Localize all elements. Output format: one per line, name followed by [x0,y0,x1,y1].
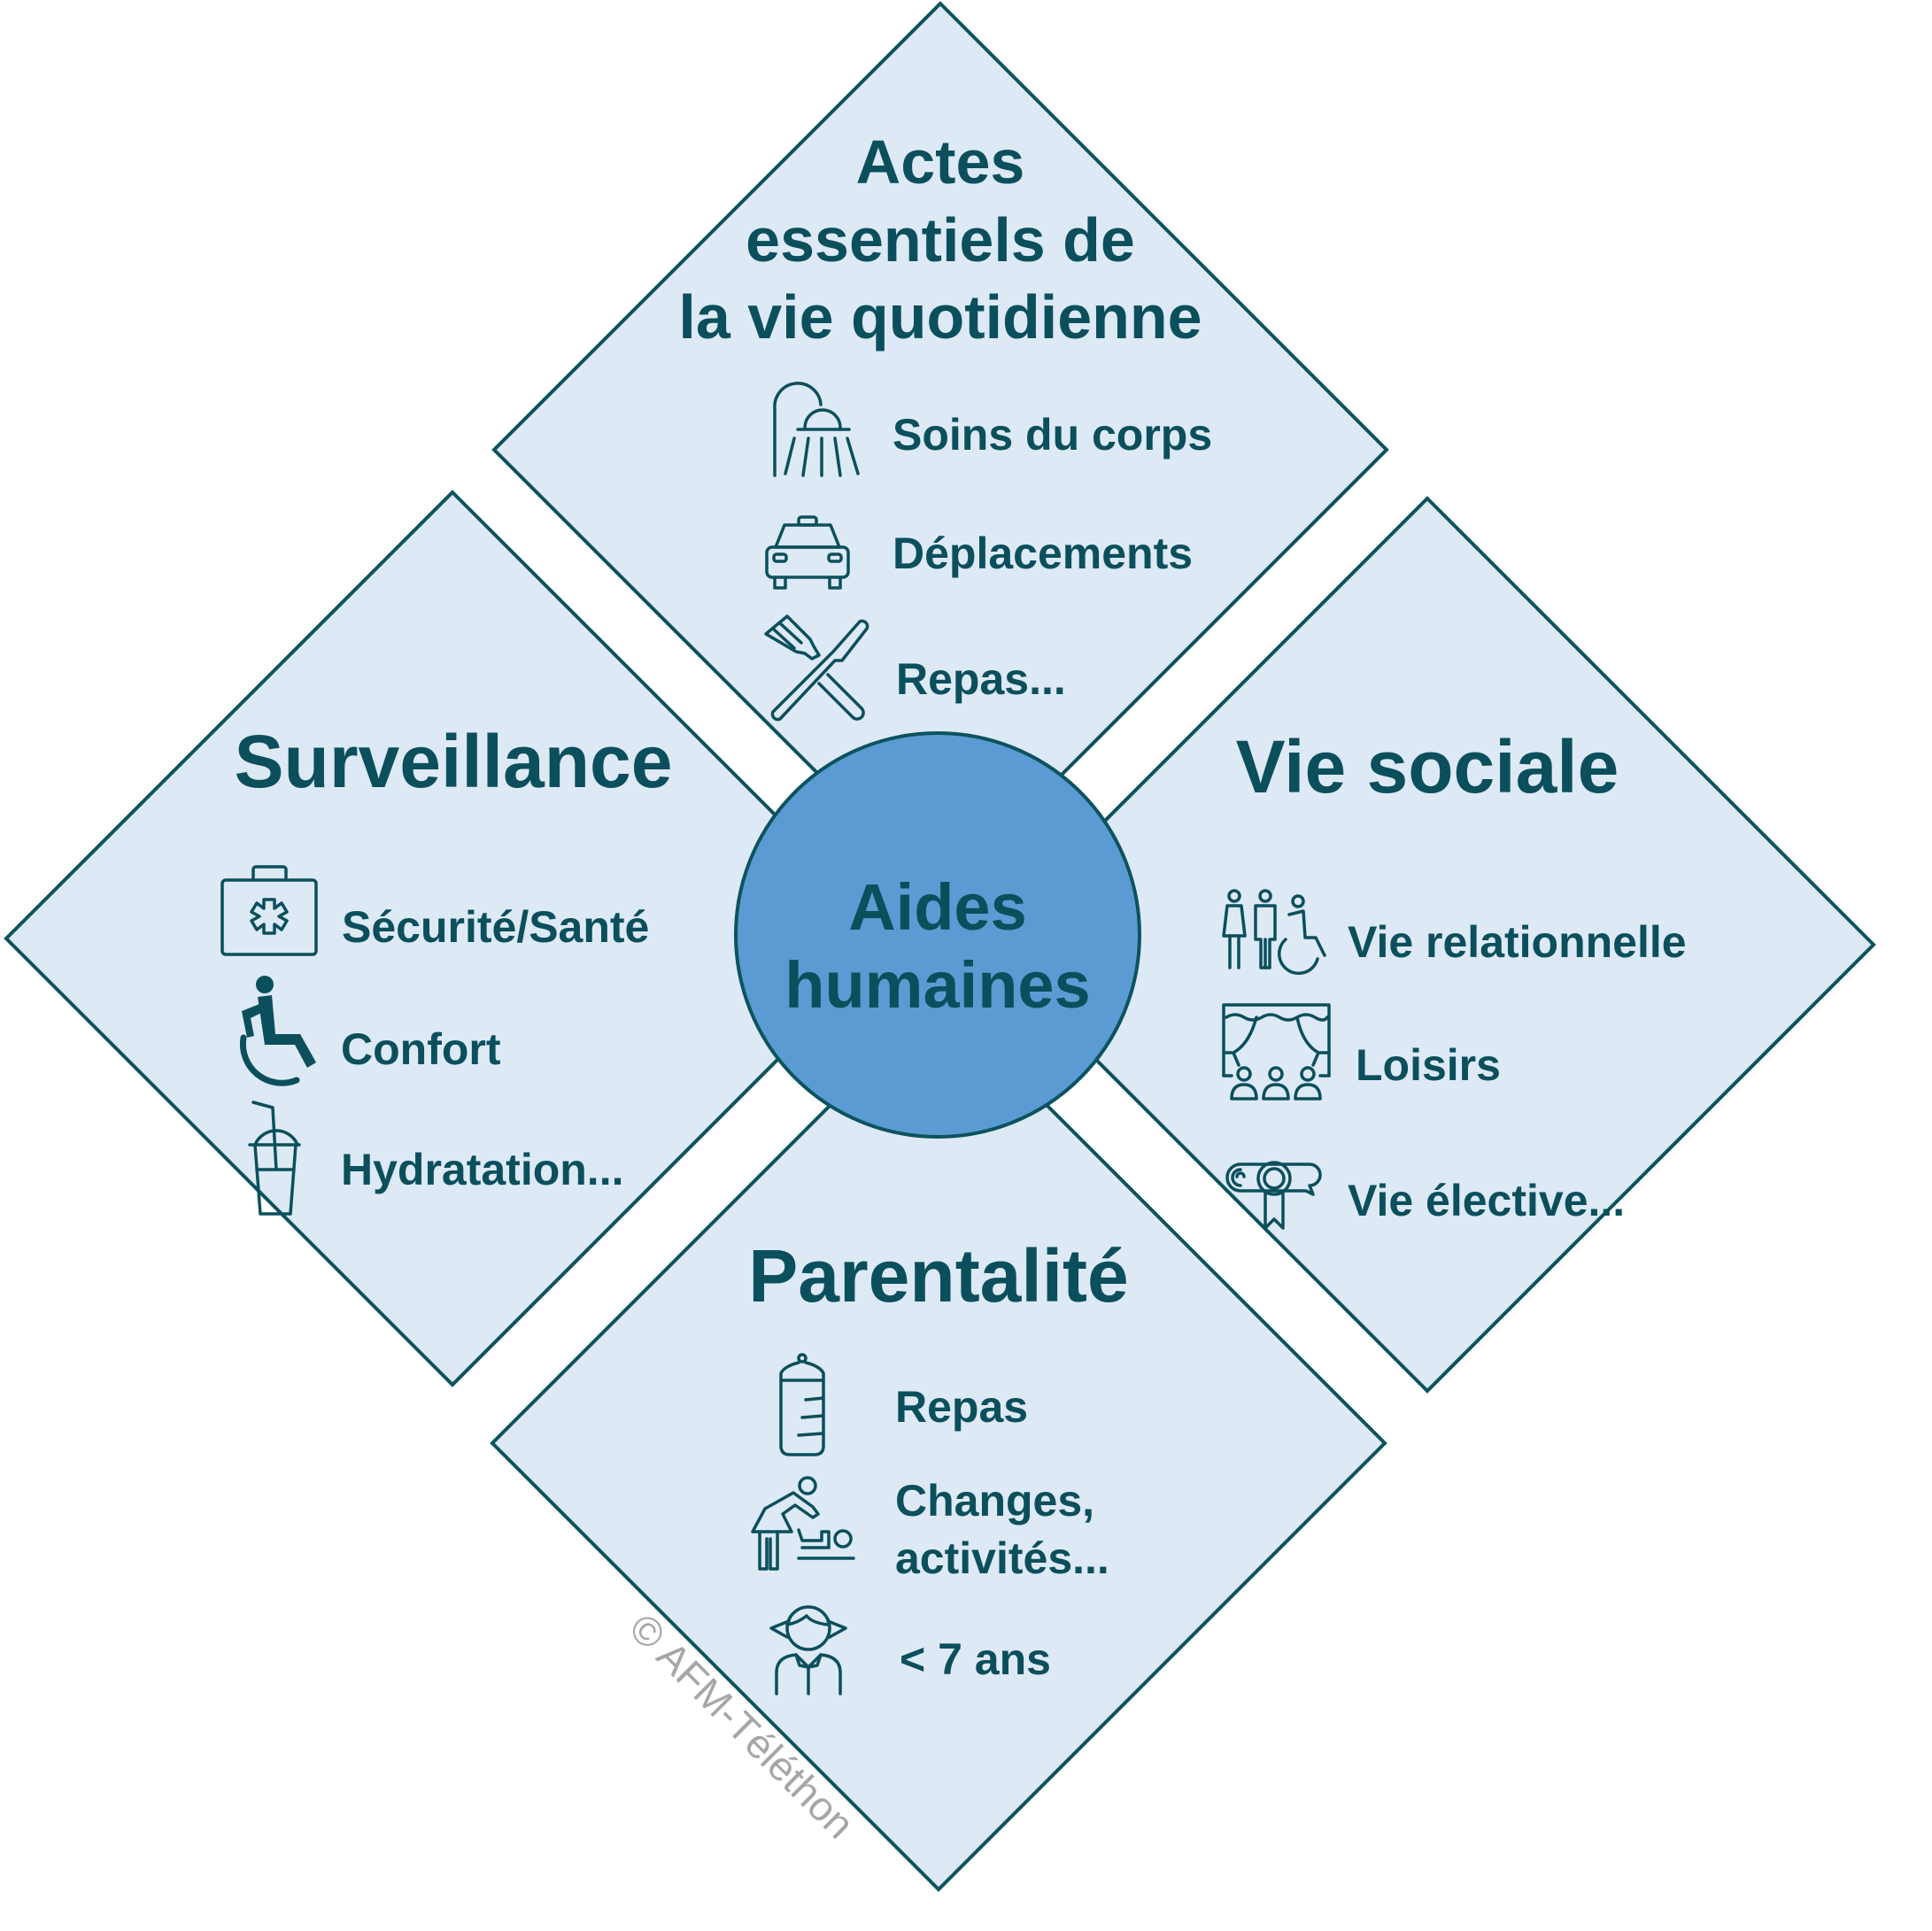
item-confort: Confort [341,1024,501,1074]
medical-kit-icon [220,865,318,956]
quadrant-right-title: Vie sociale [1236,725,1619,808]
diamond-right [978,496,1876,1394]
item-deplacements: Déplacements [893,529,1193,578]
item-repas-quotidien: Repas... [896,654,1066,704]
item-vie-relationnelle: Vie relationnelle [1348,917,1687,967]
item-soins-du-corps: Soins du corps [893,410,1212,460]
item-moins-7-ans: < 7 ans [900,1634,1051,1684]
wheelchair-icon [239,976,316,1086]
quadrant-left: Surveillance Sécurité/Santé Confort Hydr… [220,720,673,1216]
item-loisirs: Loisirs [1356,1040,1501,1090]
diamond-left [4,490,901,1387]
item-securite-sante: Sécurité/Santé [342,902,649,952]
people-icon [1222,889,1326,976]
child-icon [769,1605,847,1695]
car-icon [765,515,850,590]
quadrant-top-title-line1: Actes [856,127,1025,197]
hub-title-line1: Aides [848,870,1027,944]
quadrant-top-title-line2: essentiels de [746,205,1135,274]
diaper-change-icon [751,1476,855,1571]
quadrant-left-title: Surveillance [235,720,673,803]
hub-circle [734,731,1141,1139]
quadrant-bottom-title: Parentalité [748,1234,1129,1317]
shower-icon [773,382,860,477]
quadrant-top-title-line3: la vie quotidienne [678,282,1202,351]
item-changes-line2: activités... [895,1533,1109,1583]
item-changes-line1: Changes, [895,1476,1094,1525]
item-hydratation: Hydratation... [341,1145,623,1194]
quadrant-bottom: Parentalité Repas Changes, activités... [748,1234,1129,1695]
hub-title-line2: humaines [784,948,1090,1022]
center-hub: Aides humaines [734,731,1141,1139]
item-repas-parentalite: Repas [895,1382,1028,1432]
item-vie-elective: Vie élective... [1348,1176,1625,1225]
quadrant-top: Actes essentiels de la vie quotidienne S… [678,127,1212,722]
diamond-bottom [490,994,1387,1892]
cutlery-icon [764,614,869,722]
quadrant-right: Vie sociale Vie relationnelle [1222,725,1687,1230]
theatre-icon [1222,1003,1331,1101]
drink-cup-icon [248,1101,301,1216]
diploma-icon [1225,1161,1322,1230]
baby-bottle-icon [779,1353,825,1456]
